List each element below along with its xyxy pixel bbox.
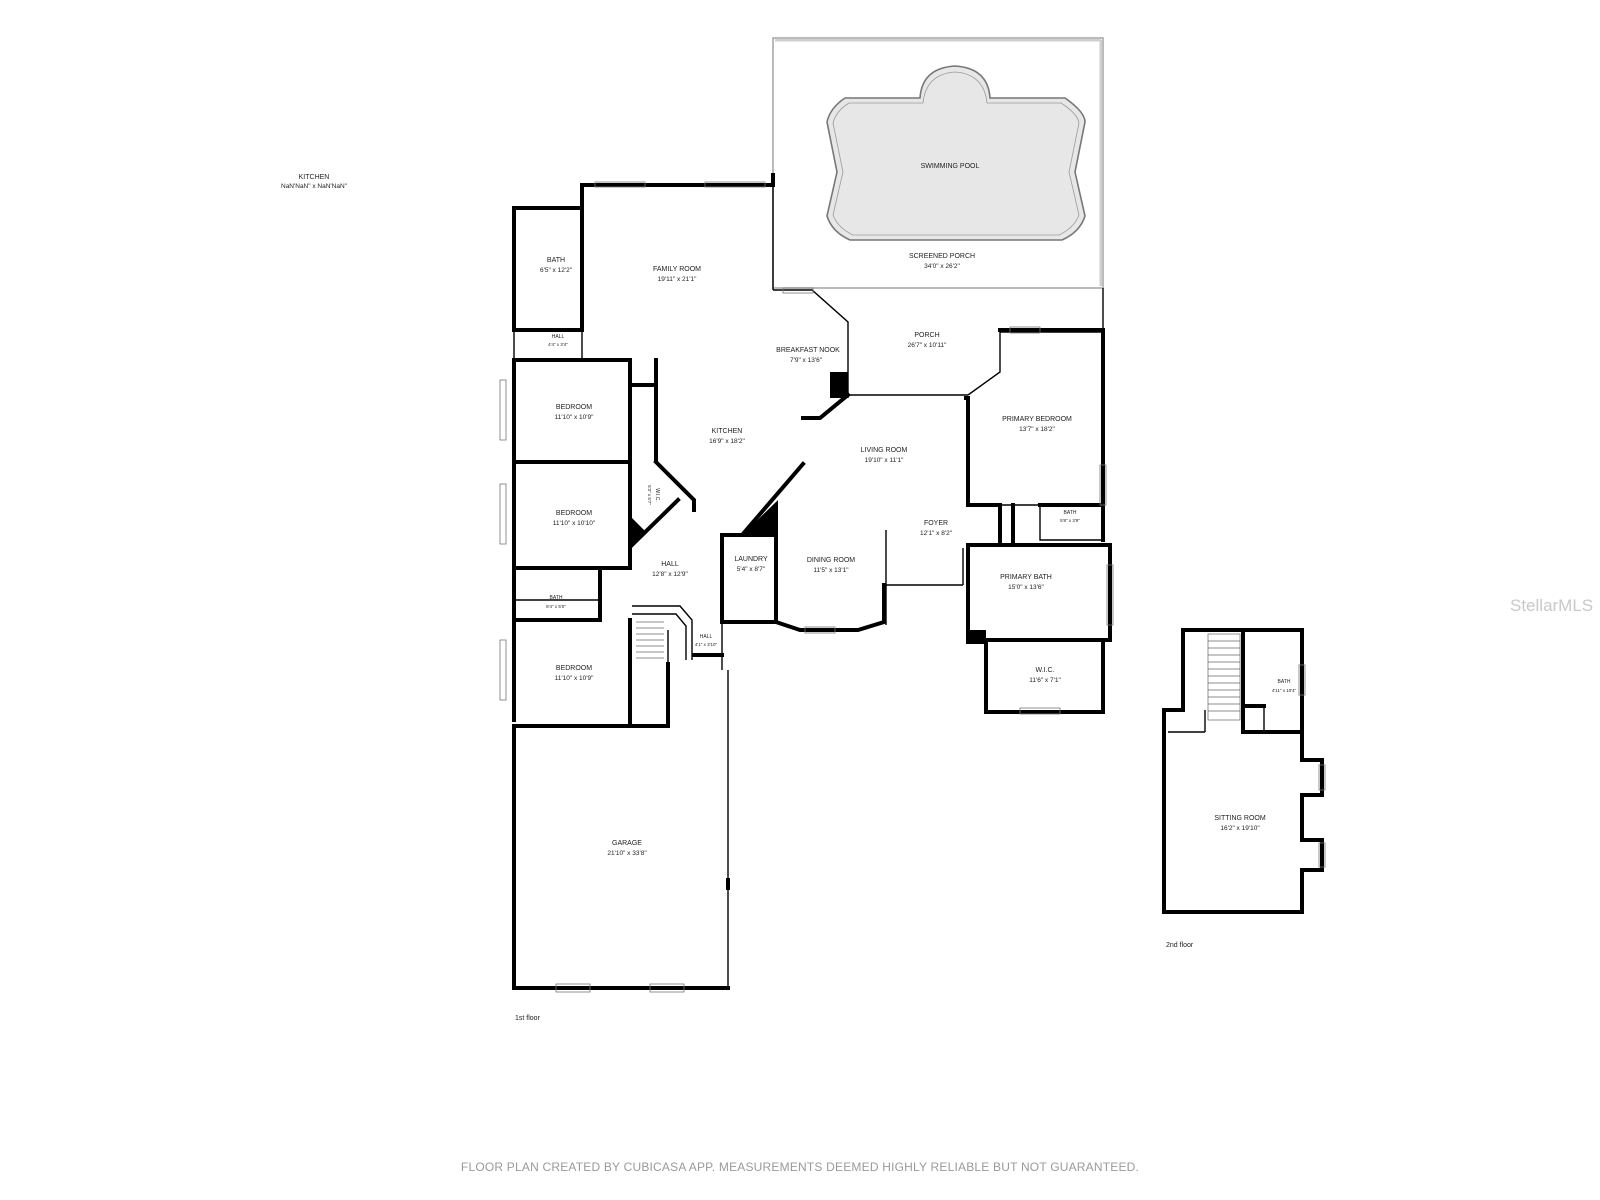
room-living-room-name: LIVING ROOM: [861, 447, 908, 454]
footer-disclaimer: FLOOR PLAN CREATED BY CUBICASA APP. MEAS…: [460, 1160, 1140, 1174]
room-bedroom-3-dims: 11'10" x 10'9": [555, 675, 594, 682]
room-laundry-name: LAUNDRY: [734, 556, 768, 563]
room-hall-stair-dims: 4'1" x 3'10": [695, 642, 718, 647]
room-hall-small-name: HALL: [552, 334, 565, 340]
room-hall-main-dims: 12'8" x 12'9": [652, 571, 688, 578]
room-bedroom-3-name: BEDROOM: [556, 665, 592, 672]
room-family-room-dims: 19'11" x 21'1": [658, 276, 697, 283]
room-wic-primary-dims: 11'6" x 7'1": [1029, 677, 1061, 684]
room-wic-small-name: W.I.C.: [654, 488, 660, 502]
room-bedroom-2-dims: 11'10" x 10'10": [553, 520, 596, 527]
room-sitting-room-dims: 16'2" x 19'10": [1220, 825, 1260, 832]
room-breakfast-nook-name: BREAKFAST NOOK: [776, 347, 840, 354]
room-family-room-name: FAMILY ROOM: [653, 266, 701, 273]
room-bath-small-dims: 5'8" x 3'9": [1060, 518, 1080, 523]
first-floor-walls: [512, 173, 1112, 990]
room-bath-top-name: BATH: [547, 257, 565, 264]
room-bath-top-dims: 6'5" x 12'2": [540, 267, 573, 274]
room-bath-2f-dims: 4'11" x 10'4": [1272, 688, 1297, 693]
room-bath-mid-name: BATH: [550, 595, 563, 601]
room-primary-bedroom-dims: 13'7" x 18'2": [1019, 426, 1055, 433]
stray-kitchen-dims: NaN'NaN" x NaN'NaN": [281, 183, 348, 190]
room-living-room-dims: 19'10" x 11'1": [865, 457, 904, 464]
screened-porch-enclosure: [772, 37, 1104, 289]
second-floor-walls: [1162, 628, 1326, 914]
room-bath-mid-dims: 8'4" x 5'0": [546, 604, 566, 609]
room-foyer-name: FOYER: [924, 520, 948, 527]
first-floor-windows: [499, 181, 1114, 993]
floor-label-1: 1st floor: [515, 1015, 541, 1022]
room-porch-name: PORCH: [914, 332, 939, 339]
room-bedroom-1-name: BEDROOM: [556, 404, 592, 411]
room-primary-bath-dims: 15'0" x 13'6": [1008, 584, 1044, 591]
room-breakfast-nook-dims: 7'9" x 13'6": [790, 357, 823, 364]
room-wic-small-label: W.I.C. 5'3" x 5'7": [647, 485, 660, 505]
room-bedroom-2-name: BEDROOM: [556, 510, 592, 517]
room-hall-stair-name: HALL: [700, 634, 713, 640]
room-garage-dims: 21'10" x 33'8": [607, 850, 647, 857]
first-floor-stairs: [636, 621, 664, 659]
room-wic-small-dims: 5'3" x 5'7": [647, 485, 652, 505]
room-hall-small-dims: 4'4" x 3'4": [548, 342, 568, 347]
room-garage-name: GARAGE: [612, 840, 642, 847]
room-bath-2f-name: BATH: [1278, 679, 1291, 685]
room-swimming-pool-name: SWIMMING POOL: [921, 163, 980, 170]
room-bath-small-name: BATH: [1064, 510, 1077, 516]
room-wic-primary-name: W.I.C.: [1035, 667, 1054, 674]
room-laundry-dims: 5'4" x 8'7": [737, 566, 766, 573]
room-primary-bath-name: PRIMARY BATH: [1000, 574, 1052, 581]
room-dining-room-dims: 11'5" x 13'1": [813, 567, 849, 574]
watermark: StellarMLS: [1510, 596, 1593, 615]
room-bedroom-1-dims: 11'10" x 10'9": [555, 414, 594, 421]
room-porch-dims: 26'7" x 10'11": [908, 342, 947, 349]
room-kitchen-name: KITCHEN: [712, 428, 743, 435]
room-hall-main-name: HALL: [661, 561, 679, 568]
swimming-pool: [826, 65, 1086, 241]
room-screened-porch-dims: 34'0" x 26'2": [924, 263, 960, 270]
floor-label-2: 2nd floor: [1166, 942, 1194, 949]
room-primary-bedroom-name: PRIMARY BEDROOM: [1002, 416, 1072, 423]
room-screened-porch-name: SCREENED PORCH: [909, 253, 975, 260]
room-dining-room-name: DINING ROOM: [807, 557, 855, 564]
stray-kitchen-name: KITCHEN: [299, 174, 330, 181]
room-sitting-room-name: SITTING ROOM: [1214, 815, 1266, 822]
room-kitchen-dims: 16'9" x 18'2": [709, 438, 745, 445]
room-foyer-dims: 12'1" x 8'2": [920, 530, 953, 537]
